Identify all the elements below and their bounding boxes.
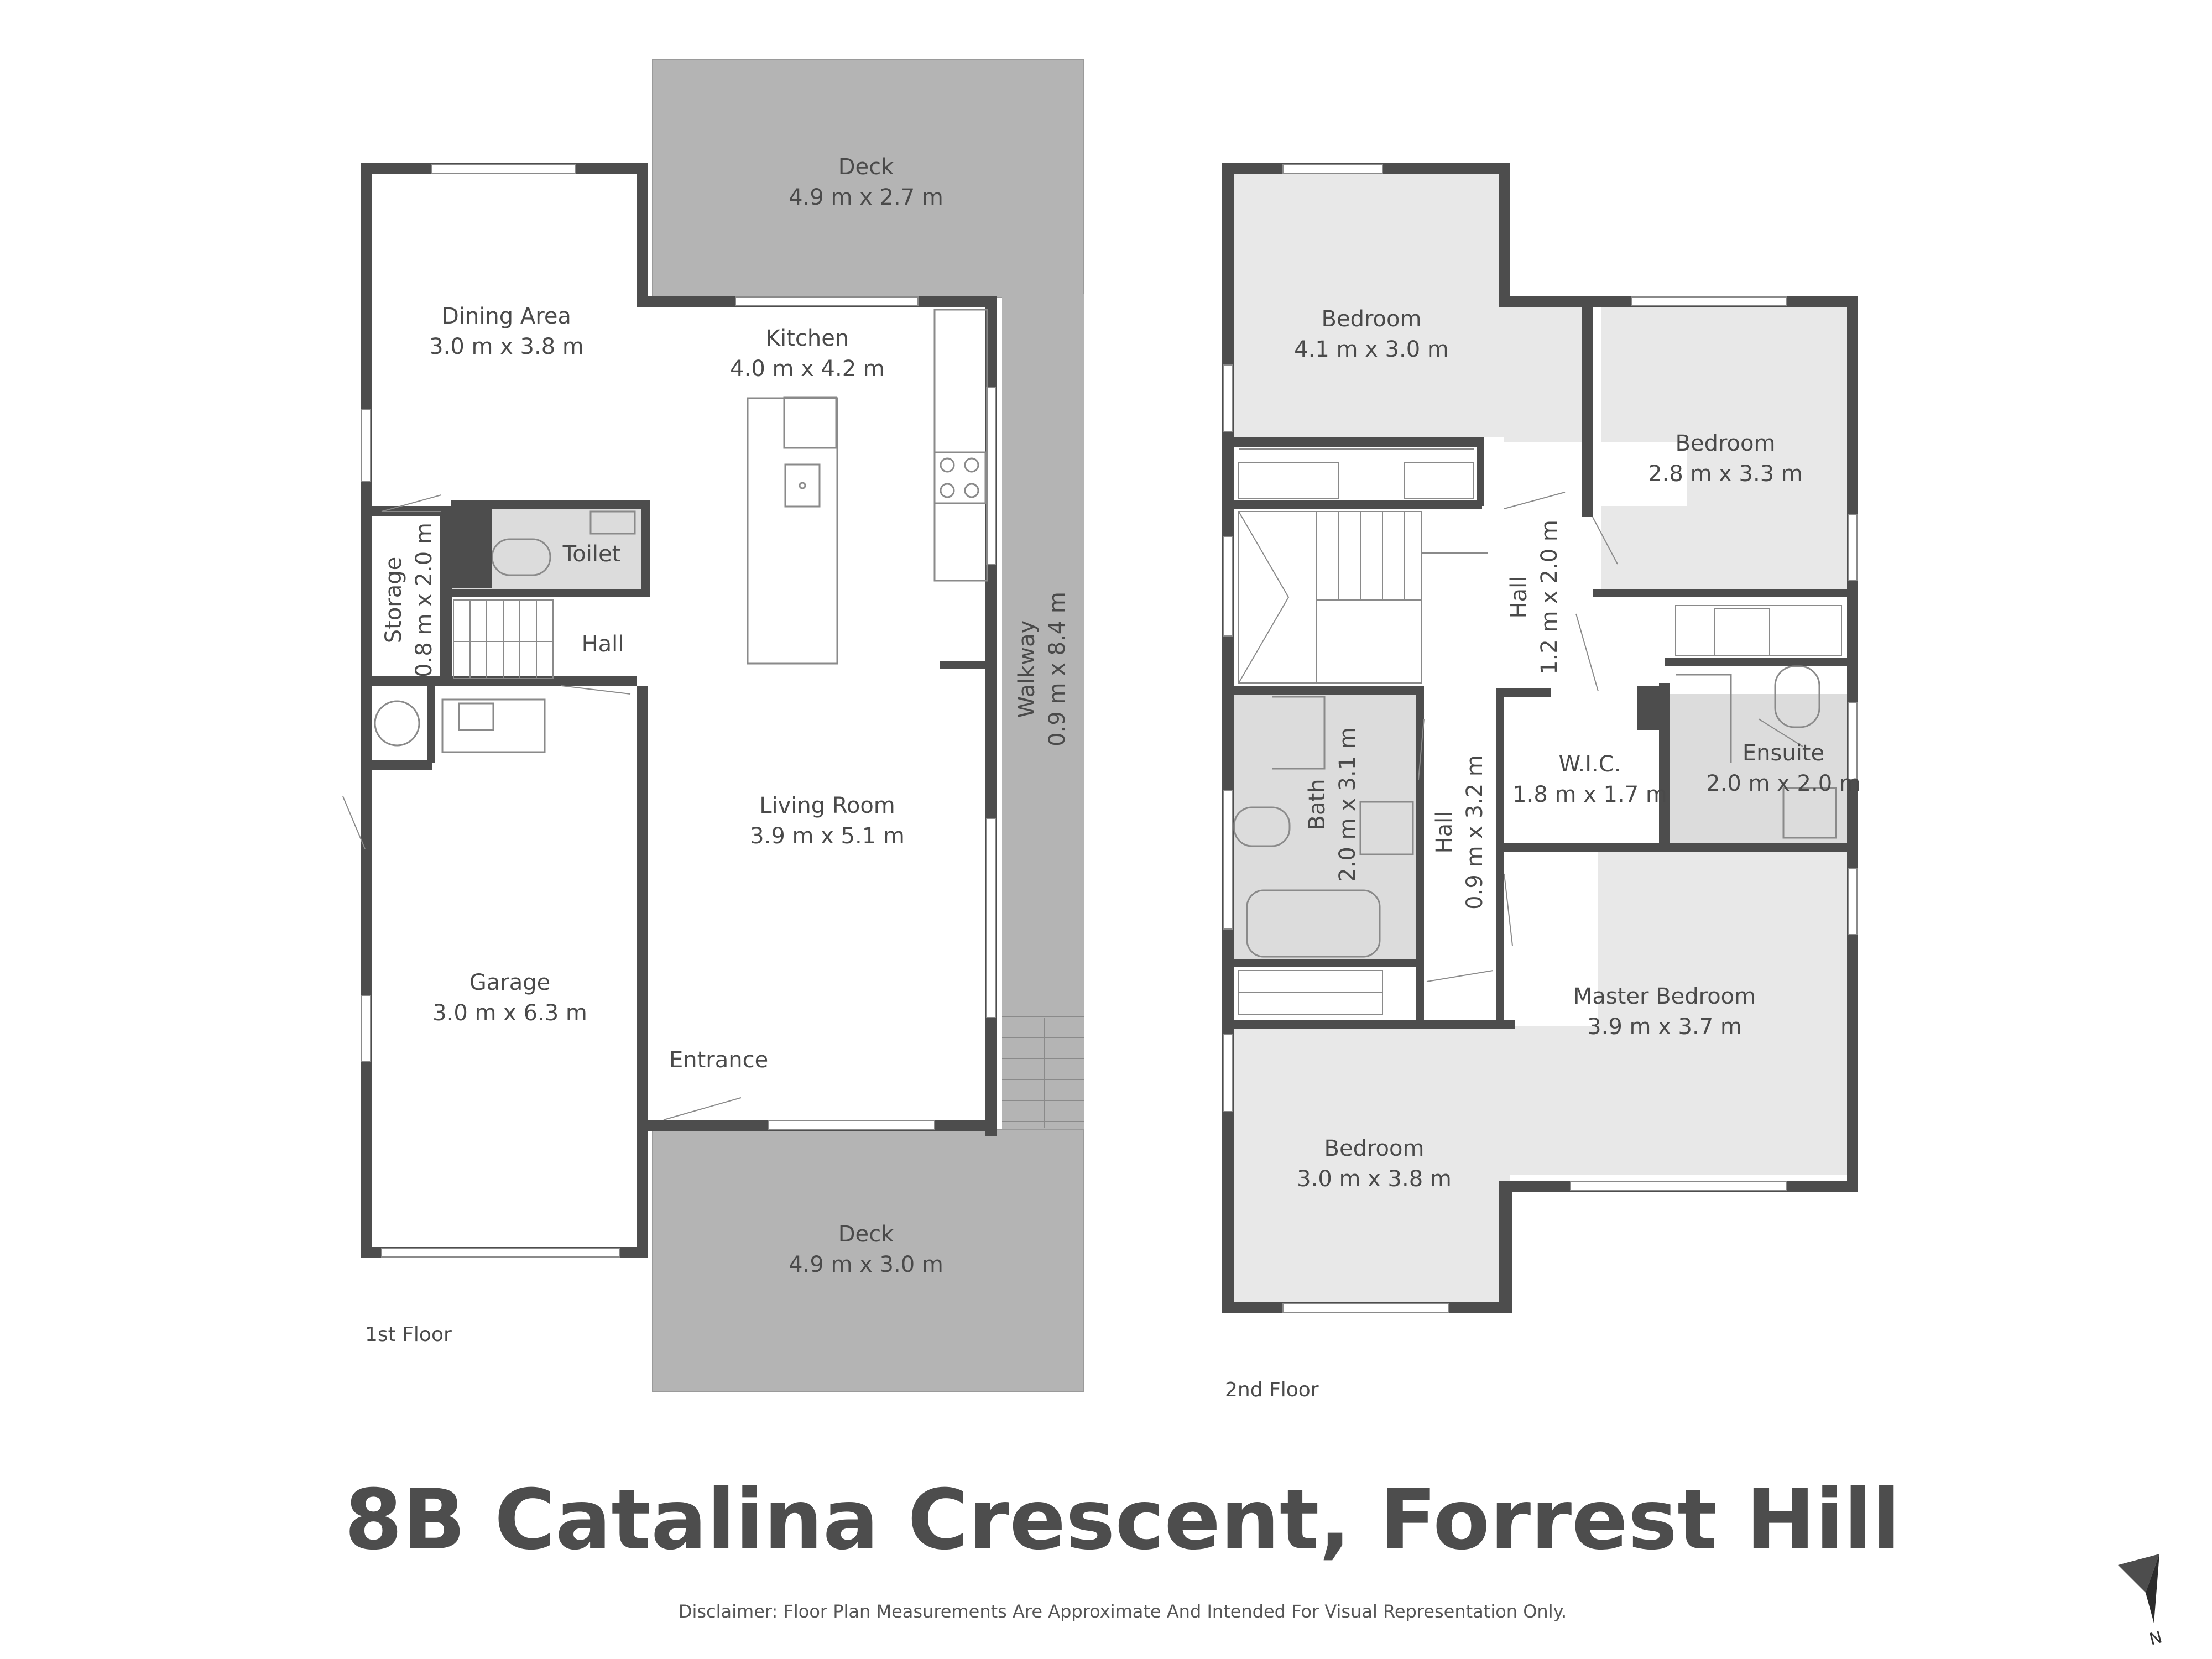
room-name: Bedroom bbox=[1324, 1136, 1425, 1161]
ensuite-fixtures bbox=[1676, 665, 1837, 839]
room-name: Deck bbox=[838, 154, 894, 180]
walkway-steps bbox=[1002, 1016, 1084, 1128]
property-title: 8B Catalina Crescent, Forrest Hill bbox=[345, 1472, 1901, 1568]
window bbox=[361, 409, 371, 482]
compass-icon: N bbox=[2118, 1554, 2164, 1650]
room-dim: 0.8 m x 2.0 m bbox=[411, 523, 437, 677]
floor-label: 1st Floor bbox=[365, 1323, 452, 1346]
window bbox=[986, 818, 996, 1018]
room-name: Hall bbox=[1506, 576, 1532, 619]
room-dim: 4.9 m x 3.0 m bbox=[789, 1252, 943, 1277]
window bbox=[431, 164, 576, 174]
room-dim: 2.8 m x 3.3 m bbox=[1648, 461, 1803, 487]
room-dim: 0.9 m x 8.4 m bbox=[1045, 592, 1070, 747]
window bbox=[1631, 296, 1787, 306]
room-name: Toilet bbox=[562, 541, 621, 567]
room-dim: 3.0 m x 3.8 m bbox=[1297, 1166, 1452, 1192]
window bbox=[768, 1120, 935, 1130]
kitchen-island bbox=[747, 396, 838, 665]
window bbox=[1223, 536, 1233, 637]
window bbox=[735, 296, 919, 306]
room-dim: 1.2 m x 2.0 m bbox=[1537, 520, 1562, 675]
room-name: Hall bbox=[1432, 811, 1457, 854]
window bbox=[1848, 514, 1858, 581]
window bbox=[1223, 364, 1233, 432]
window bbox=[1570, 1181, 1787, 1191]
deck-bottom-area bbox=[652, 1129, 1084, 1392]
room-dim: 3.9 m x 5.1 m bbox=[750, 823, 905, 849]
window bbox=[1282, 164, 1383, 174]
walkway-area bbox=[1002, 294, 1084, 1129]
window bbox=[381, 1248, 620, 1258]
room-name: W.I.C. bbox=[1559, 752, 1621, 777]
first-floor-stairs bbox=[453, 599, 554, 679]
window bbox=[1848, 702, 1858, 780]
kitchen-bench bbox=[933, 309, 988, 582]
room-name: Entrance bbox=[669, 1047, 768, 1073]
window bbox=[1223, 1034, 1233, 1112]
first-floor: Deck 4.9 m x 2.7 m Dining Area 3.0 m x 3… bbox=[342, 59, 1084, 1392]
room-name: Living Room bbox=[759, 793, 895, 818]
second-floor: Bedroom 4.1 m x 3.0 m Bedroom 2.8 m x 3.… bbox=[1222, 163, 1861, 1401]
room-name: Bedroom bbox=[1676, 431, 1776, 456]
room-name: Bedroom bbox=[1322, 306, 1422, 332]
compass-north: N bbox=[2147, 1627, 2164, 1650]
window bbox=[1223, 790, 1233, 930]
window bbox=[361, 995, 371, 1062]
room-dim: 4.1 m x 3.0 m bbox=[1294, 337, 1449, 362]
disclaimer: Disclaimer: Floor Plan Measurements Are … bbox=[679, 1601, 1567, 1622]
room-name: Dining Area bbox=[442, 304, 571, 329]
room-dim: 2.0 m x 3.1 m bbox=[1335, 727, 1360, 882]
room-name: Kitchen bbox=[766, 326, 849, 351]
room-name: Bath bbox=[1305, 779, 1330, 831]
second-floor-stairs bbox=[1238, 511, 1488, 684]
room-name: Deck bbox=[838, 1222, 894, 1247]
window bbox=[1282, 1303, 1449, 1313]
room-name: Ensuite bbox=[1743, 740, 1824, 766]
toilet-fixtures bbox=[452, 508, 636, 588]
room-dim: 4.0 m x 4.2 m bbox=[730, 356, 885, 382]
room-name: Hall bbox=[582, 632, 624, 657]
room-name: Walkway bbox=[1014, 620, 1040, 718]
room-dim: 3.0 m x 6.3 m bbox=[432, 1000, 587, 1026]
room-dim: 3.0 m x 3.8 m bbox=[429, 334, 584, 359]
second-floor-doors bbox=[1418, 492, 1803, 982]
room-dim: 1.8 m x 1.7 m bbox=[1512, 782, 1667, 807]
wardrobes bbox=[1238, 448, 1842, 1015]
room-name: Garage bbox=[469, 970, 550, 995]
floor-label: 2nd Floor bbox=[1225, 1379, 1319, 1401]
deck-top-area bbox=[652, 59, 1084, 298]
laundry-fixtures bbox=[374, 698, 546, 753]
room-dim: 4.9 m x 2.7 m bbox=[789, 185, 943, 210]
window bbox=[1848, 868, 1858, 935]
room-dim: 3.9 m x 3.7 m bbox=[1587, 1014, 1742, 1040]
room-name: Master Bedroom bbox=[1573, 984, 1756, 1009]
room-name: Storage bbox=[381, 557, 406, 644]
room-dim: 0.9 m x 3.2 m bbox=[1462, 755, 1488, 910]
bath-fixtures bbox=[1233, 696, 1414, 958]
first-floor-doors bbox=[342, 494, 742, 1120]
second-floor-walls bbox=[1222, 163, 1858, 1313]
room-dim: 2.0 m x 2.0 m bbox=[1706, 771, 1861, 796]
